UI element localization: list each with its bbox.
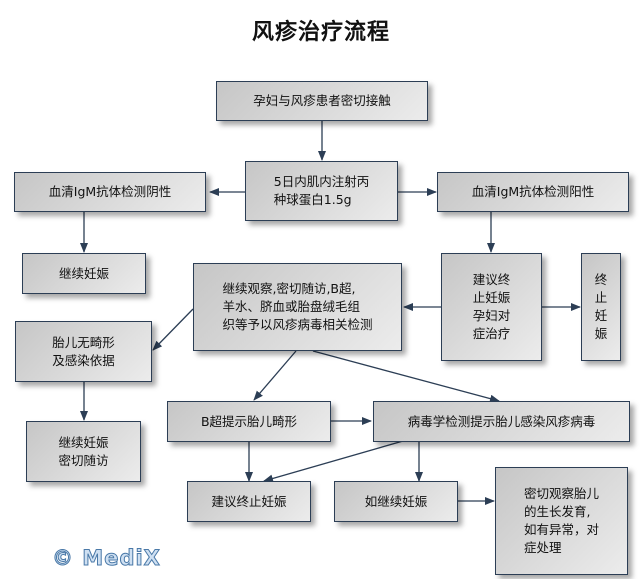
node-virology-infection-label: 病毒学检测提示胎儿感染风疹病毒	[407, 413, 596, 429]
arrow-virology-to-suggest-terminate	[263, 440, 404, 483]
node-contact-label: 孕妇与风疹患者密切接触	[253, 93, 391, 108]
node-suggest-terminate-label: 建议终止妊娠	[211, 493, 287, 509]
medix-logo: © MediX	[52, 546, 161, 571]
node-if-continue-label: 如继续妊娠	[364, 493, 428, 509]
node-igm-positive: 血清IgM抗体检测阳性	[437, 172, 629, 212]
node-no-malformation-label: 胎儿无畸形 及感染依据	[52, 334, 115, 368]
node-injection: 5日内肌内注射丙 种球蛋白1.5g	[245, 161, 398, 221]
node-no-malformation: 胎儿无畸形 及感染依据	[15, 321, 152, 382]
node-igm-negative-label: 血清IgM抗体检测阴性	[48, 184, 172, 199]
node-suggest-terminate-treat-label: 建议终 止妊娠 孕妇对 症治疗	[472, 272, 511, 341]
node-monitor-growth-label: 密切观察胎儿 的生长发育, 如有异常，对 症处理	[523, 486, 599, 555]
node-virology-infection: 病毒学检测提示胎儿感染风疹病毒	[373, 401, 630, 442]
node-suggest-terminate-treat: 建议终 止妊娠 孕妇对 症治疗	[441, 253, 542, 361]
node-continue-followup: 继续妊娠 密切随访	[26, 421, 141, 482]
node-continue-pregnancy: 继续妊娠	[22, 253, 146, 294]
node-injection-label: 5日内肌内注射丙 种球蛋白1.5g	[273, 174, 370, 207]
node-terminate: 终 止 妊 娠	[581, 253, 621, 361]
node-continue-followup-label: 继续妊娠 密切随访	[58, 434, 109, 468]
node-igm-negative: 血清IgM抗体检测阴性	[14, 172, 206, 212]
arrow-observe-to-virology	[312, 350, 500, 403]
node-contact: 孕妇与风疹患者密切接触	[216, 81, 428, 121]
node-suggest-terminate: 建议终止妊娠	[187, 481, 311, 522]
diagram-title: 风疹治疗流程	[251, 19, 390, 45]
node-if-continue: 如继续妊娠	[334, 481, 458, 522]
node-observe-label: 继续观察,密切随访,B超, 羊水、脐血或胎盘绒毛组 织等予以风疹病毒相关检测	[222, 281, 373, 332]
node-continue-pregnancy-label: 继续妊娠	[58, 265, 109, 281]
node-terminate-label: 终 止 妊 娠	[594, 272, 608, 341]
node-b-ultrasound-malformation: B超提示胎儿畸形	[167, 401, 331, 442]
arrow-observe-to-no-malformation	[152, 308, 194, 351]
node-observe: 继续观察,密切随访,B超, 羊水、脐血或胎盘绒毛组 织等予以风疹病毒相关检测	[193, 263, 402, 351]
node-b-ultrasound-malformation-label: B超提示胎儿畸形	[200, 413, 298, 429]
arrow-observe-to-bultrasound	[253, 350, 297, 401]
node-igm-positive-label: 血清IgM抗体检测阳性	[471, 184, 595, 199]
node-monitor-growth: 密切观察胎儿 的生长发育, 如有异常，对 症处理	[495, 467, 628, 575]
